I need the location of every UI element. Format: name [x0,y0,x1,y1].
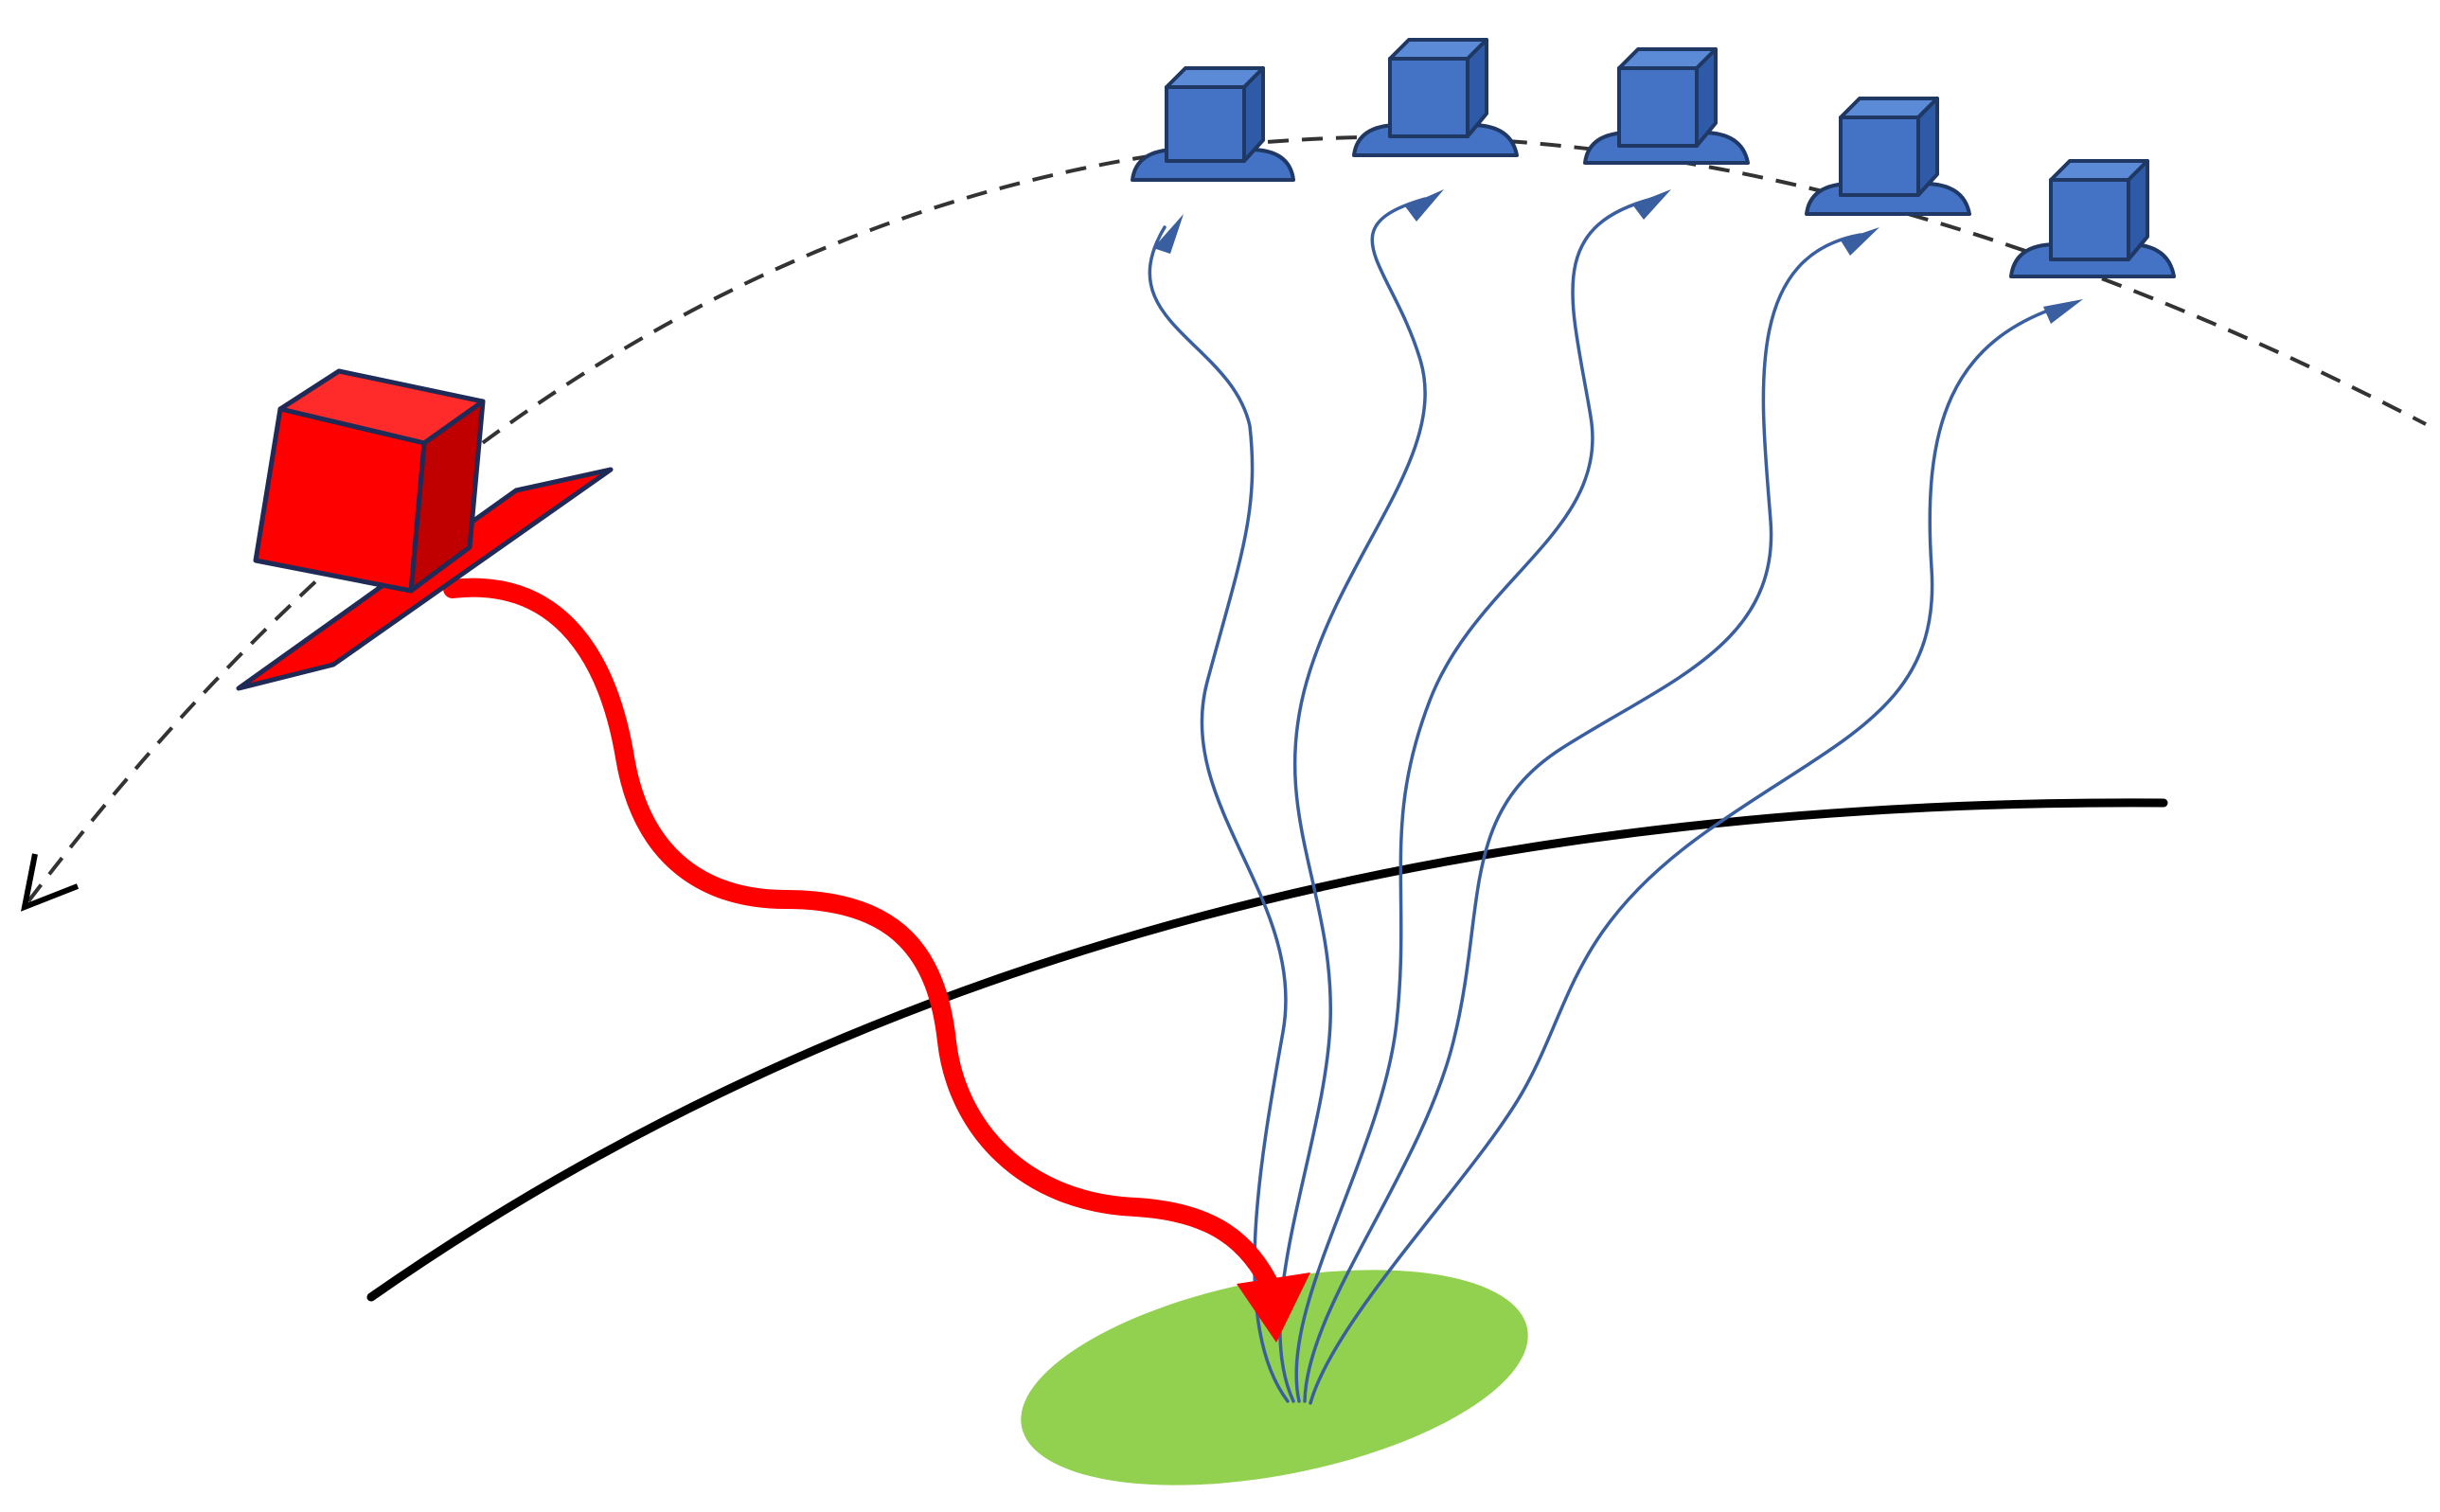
reflected-arrowhead-4 [1841,227,1879,256]
reflected-signal-1 [1148,225,1290,1403]
reflected-arrowhead-2 [1405,189,1444,222]
receiver-satellite-4 [1805,97,1971,216]
receiver-satellite-3 [1583,47,1750,165]
reflected-signals [1148,197,2066,1405]
receiver-cube-front [1839,116,1920,197]
receiver-satellites [1131,38,2176,278]
reflected-signal-3 [1294,197,1654,1403]
transmitter-cube-front [253,406,427,594]
reflected-arrowhead-5 [2043,299,2083,324]
receiver-satellite-1 [1131,66,1295,182]
receiver-cube-front [1388,57,1469,138]
receiver-satellite-2 [1352,38,1519,157]
atmosphere-boundary-line [366,798,2168,1302]
receiver-cube-front [2049,178,2130,261]
receiver-cube-front [1165,85,1246,163]
reflected-signal-4 [1303,233,1862,1403]
receiver-cube-side [1466,38,1488,138]
receiver-cube-side [1242,66,1265,163]
receiver-satellite-5 [2009,159,2176,278]
reflected-signal-2 [1278,197,1427,1403]
reflected-signal-5 [1309,303,2066,1405]
reflected-signal-arrowheads [1153,189,2083,324]
receiver-cube-front [1617,66,1699,148]
transmitter-satellite [236,368,614,691]
reflected-arrowhead-3 [1632,189,1671,220]
transmitted-signal-arrowhead [1237,1272,1310,1343]
reflected-arrowhead-1 [1153,214,1184,254]
transmitted-signal-path [443,578,1283,1302]
receiver-cube-side [1916,97,1939,197]
orbit-direction-arrowhead [21,853,80,912]
